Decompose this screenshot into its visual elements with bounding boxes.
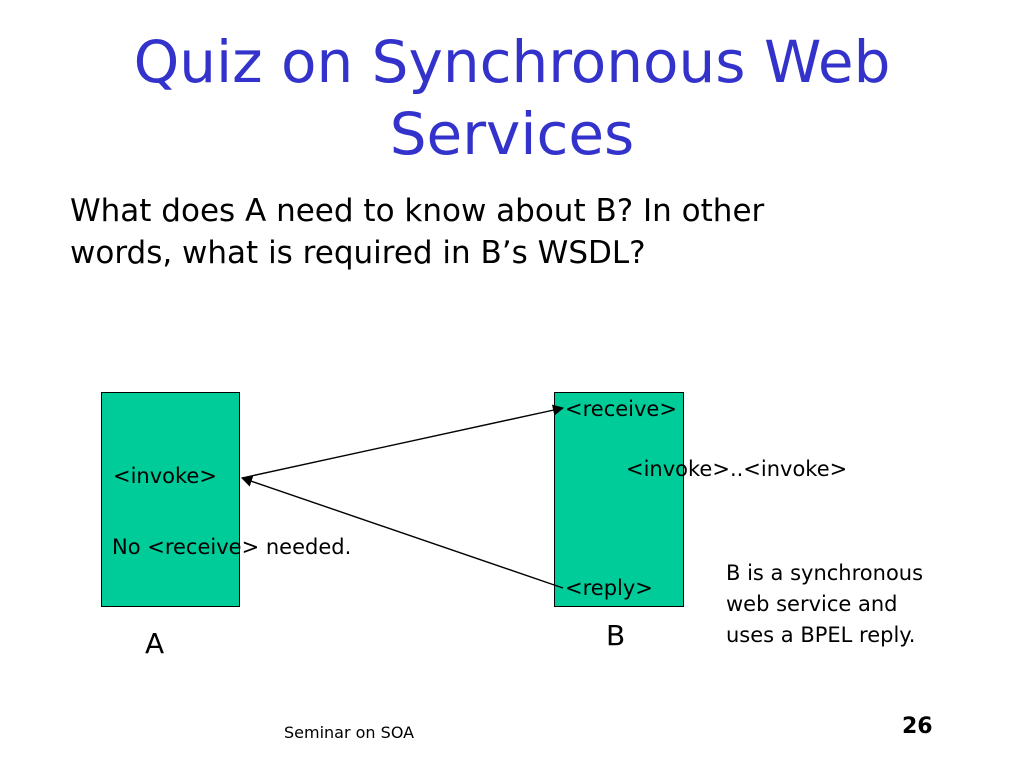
b-reply-label: <reply> — [565, 576, 653, 600]
service-a-box — [101, 392, 240, 607]
b-note-line-3: uses a BPEL reply. — [726, 623, 916, 647]
title-line-1: Quiz on Synchronous Web — [133, 28, 891, 96]
question-text: What does A need to know about B? In oth… — [70, 190, 950, 274]
b-note-line-1: B is a synchronous — [726, 561, 924, 585]
b-note-line-2: web service and — [726, 592, 898, 616]
page-number: 26 — [902, 714, 933, 739]
b-receive-label: <receive> — [565, 397, 677, 421]
no-receive-note: No <receive> needed. — [112, 535, 352, 559]
b-invokes-label: <invoke>..<invoke> — [626, 457, 848, 481]
service-b-box — [554, 392, 684, 607]
box-b-name: B — [606, 619, 626, 652]
reply-to-invoke-arrow — [240, 475, 564, 589]
slide-title: Quiz on Synchronous Web Services — [0, 26, 1024, 170]
box-a-name: A — [145, 627, 165, 660]
b-description: B is a synchronous web service and uses … — [726, 558, 923, 651]
invoke-to-receive-arrow — [241, 404, 565, 479]
a-invoke-label: <invoke> — [113, 464, 217, 488]
title-line-2: Services — [389, 100, 635, 168]
question-line-2: words, what is required in B’s WSDL? — [70, 235, 646, 271]
question-line-1: What does A need to know about B? In oth… — [70, 193, 765, 229]
footer-text: Seminar on SOA — [284, 723, 415, 742]
